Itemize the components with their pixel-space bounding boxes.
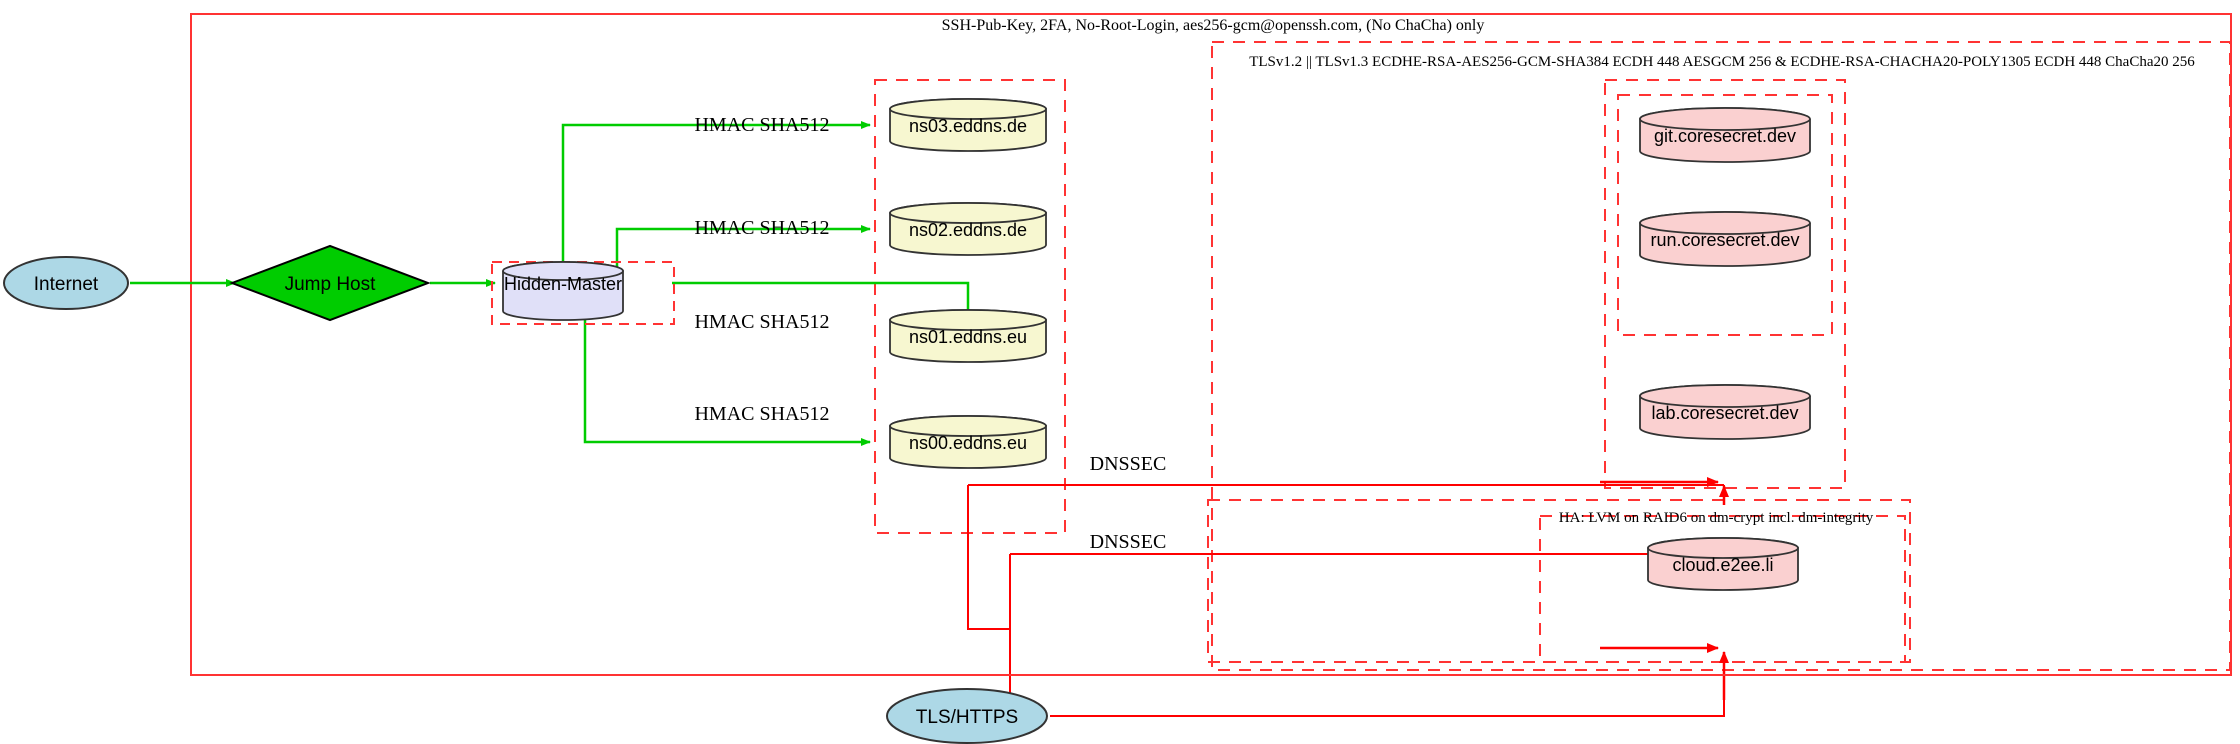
ha-zone-boundary (1207, 499, 1911, 663)
node-git-coresecret-label: git.coresecret.dev (1654, 126, 1796, 146)
node-jump-host-label: Jump Host (285, 274, 377, 295)
node-ns03[interactable]: ns03.eddns.de (889, 98, 1047, 152)
coresecret-inner-zone-boundary (1617, 94, 1833, 336)
edge-label-hmac-ns03: HMAC SHA512 (694, 114, 829, 136)
tls-zone-label: TLSv1.2 || TLSv1.3 ECDHE-RSA-AES256-GCM-… (1249, 54, 2195, 70)
edge-hiddenmaster-to-ns02 (615, 225, 871, 268)
edge-dnssec-upper (967, 485, 1010, 630)
edge-hiddenmaster-to-ns03 (561, 121, 871, 268)
node-run-coresecret[interactable]: run.coresecret.dev (1639, 211, 1811, 267)
node-tls-https-label: TLS/HTTPS (916, 707, 1018, 728)
tls-zone-boundary (1211, 41, 2231, 671)
edge-label-hmac-ns01: HMAC SHA512 (694, 311, 829, 333)
node-cloud-e2ee-label: cloud.e2ee.li (1672, 555, 1773, 575)
edge-label-dnssec-upper: DNSSEC (1090, 453, 1167, 475)
ssh-zone-label: SSH-Pub-Key, 2FA, No-Root-Login, aes256-… (942, 17, 1485, 34)
node-ns00-label: ns00.eddns.eu (909, 433, 1027, 453)
node-ns02[interactable]: ns02.eddns.de (889, 202, 1047, 256)
edge-hiddenmaster-to-ns00 (583, 300, 871, 446)
dns-zone-boundary (874, 79, 1066, 534)
node-ns01-label: ns01.eddns.eu (909, 327, 1027, 347)
node-ns01[interactable]: ns01.eddns.eu (889, 309, 1047, 363)
edge-label-hmac-ns00: HMAC SHA512 (694, 403, 829, 425)
node-tls-https[interactable]: TLS/HTTPS (886, 688, 1048, 744)
node-ns02-label: ns02.eddns.de (909, 220, 1027, 240)
ha-zone-label: HA: LVM on RAID6 on dm-crypt incl. dm-in… (1559, 510, 1874, 526)
edge-label-hmac-ns02: HMAC SHA512 (694, 217, 829, 239)
node-jump-host[interactable]: Jump Host (229, 244, 431, 322)
node-ns00[interactable]: ns00.eddns.eu (889, 415, 1047, 469)
node-lab-coresecret-label: lab.coresecret.dev (1651, 403, 1798, 423)
node-ns03-label: ns03.eddns.de (909, 116, 1027, 136)
node-internet[interactable]: Internet (3, 256, 129, 310)
node-hidden-master[interactable]: Hidden-Master (502, 261, 624, 321)
edge-hiddenmaster-to-ns01 (672, 281, 972, 323)
node-cloud-e2ee[interactable]: cloud.e2ee.li (1647, 537, 1799, 591)
edge-label-dnssec-lower: DNSSEC (1090, 531, 1167, 553)
node-git-coresecret[interactable]: git.coresecret.dev (1639, 107, 1811, 163)
node-hidden-master-label: Hidden-Master (504, 274, 622, 294)
edge-tlshttps-to-right (1050, 700, 1725, 717)
node-run-coresecret-label: run.coresecret.dev (1650, 230, 1799, 250)
node-internet-label: Internet (34, 274, 99, 295)
node-lab-coresecret[interactable]: lab.coresecret.dev (1639, 384, 1811, 440)
